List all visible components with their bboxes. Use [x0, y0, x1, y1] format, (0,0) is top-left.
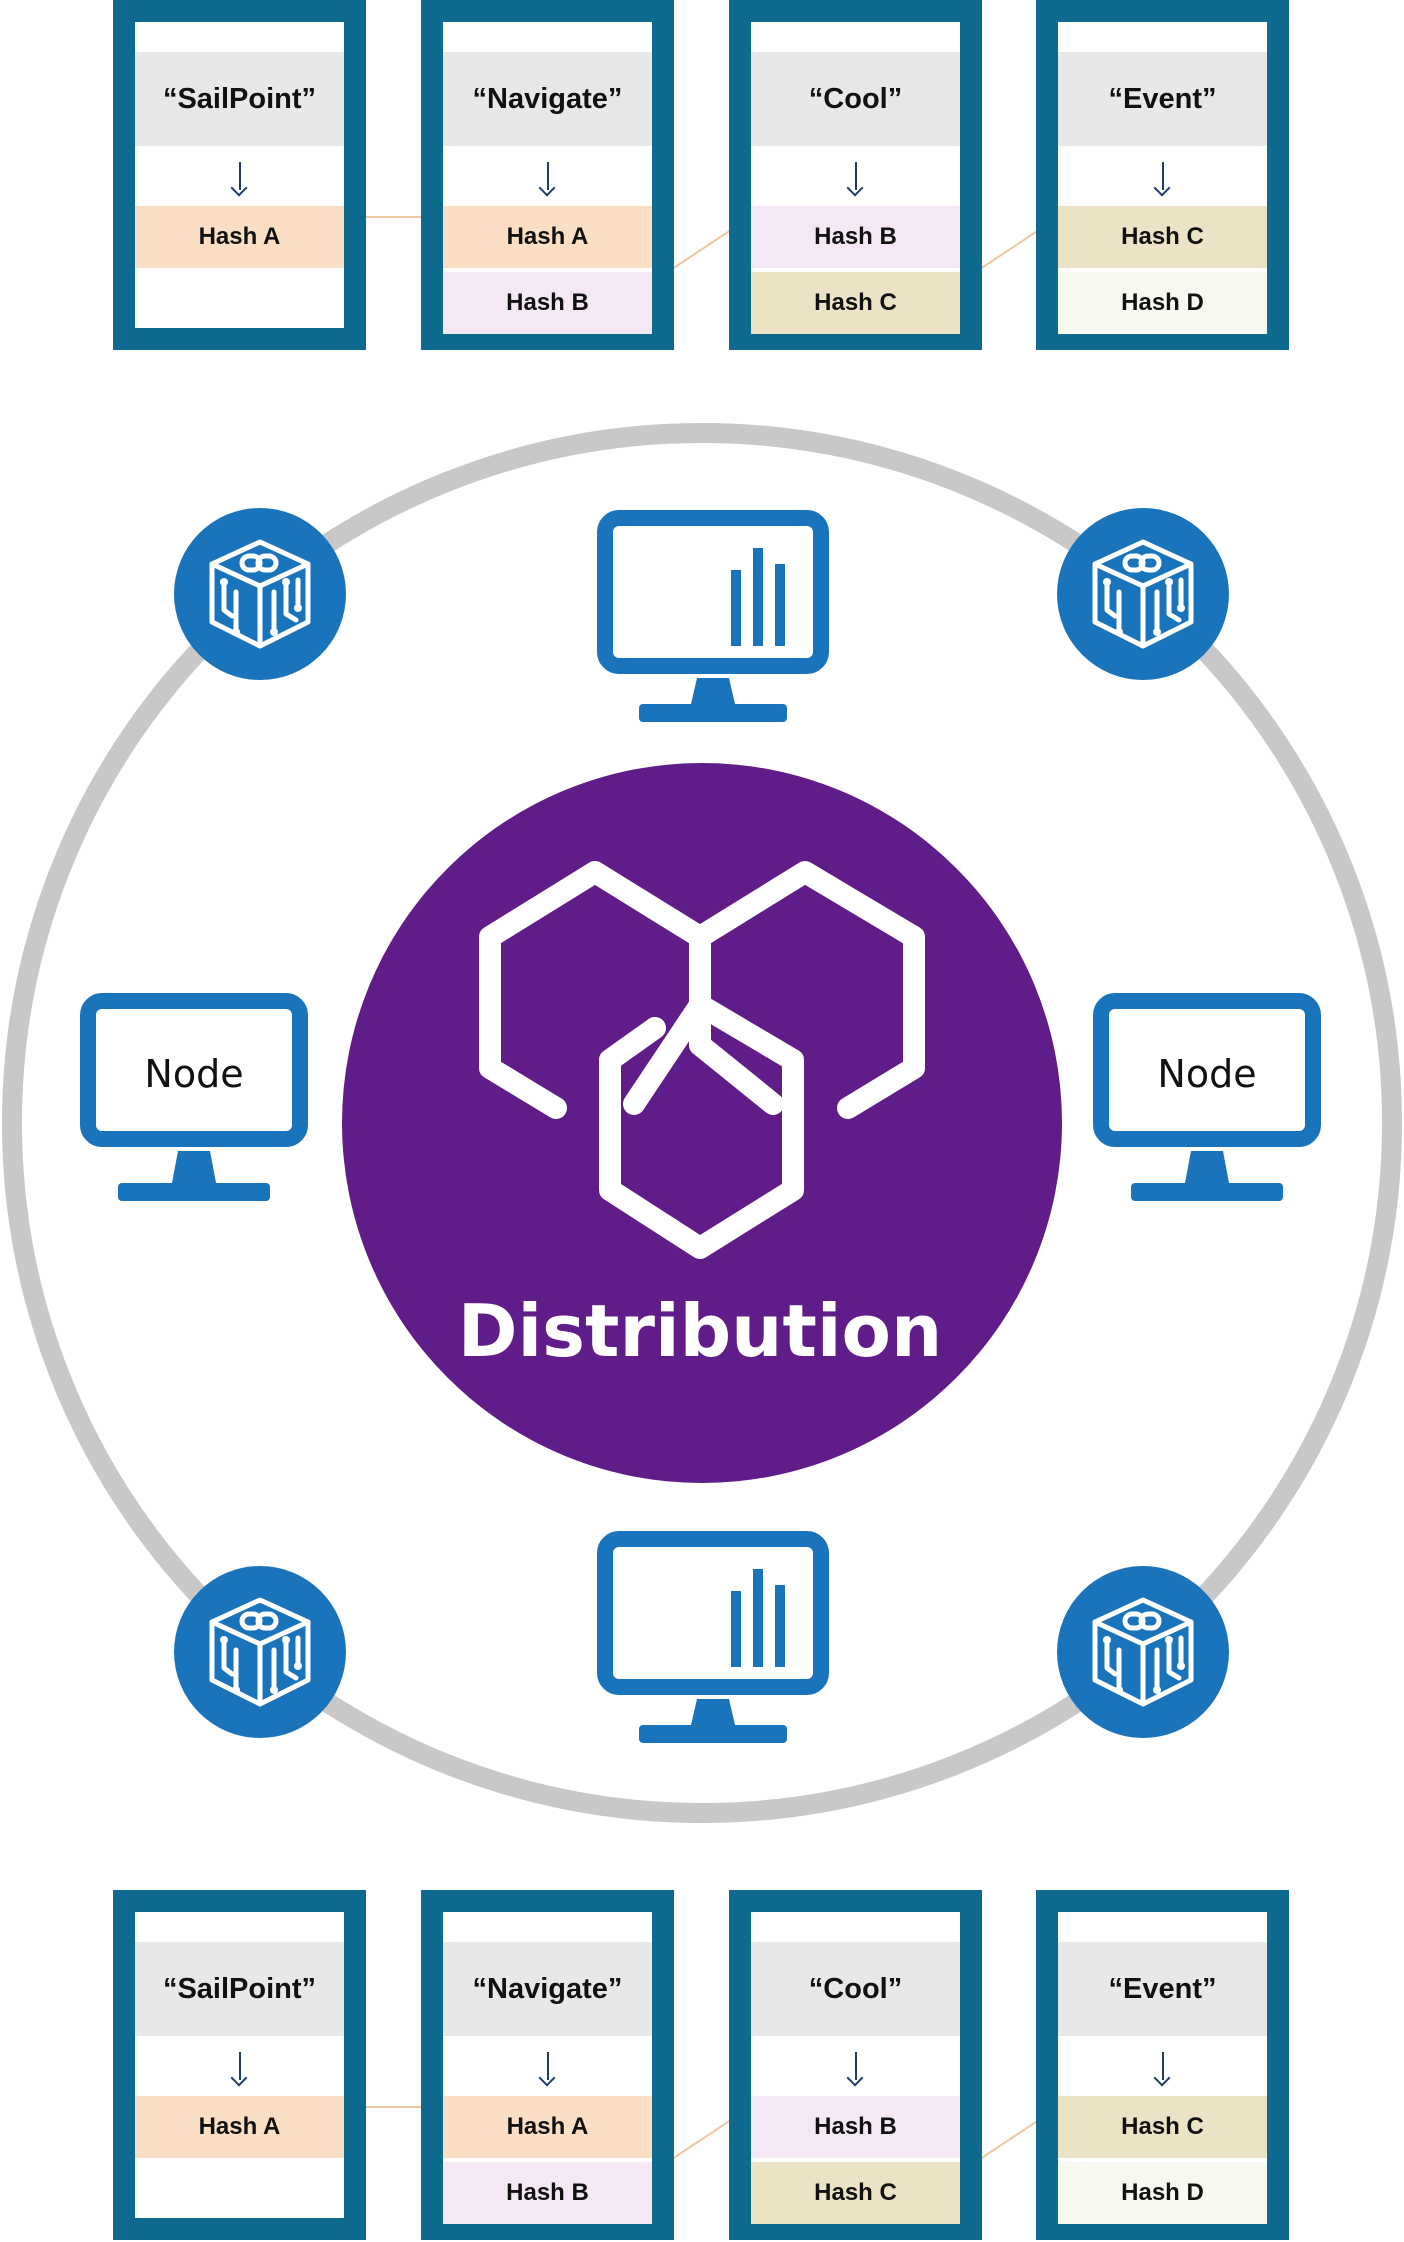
- hash-cell: Hash A: [135, 206, 344, 268]
- hash-cell: Hash B: [443, 272, 652, 334]
- bottom-block-1: “SailPoint” Hash A: [113, 1890, 366, 2240]
- hash-cell: Hash A: [443, 2096, 652, 2158]
- blockchain-hexagons-icon: [479, 861, 925, 1259]
- hash-cell: Hash B: [751, 2096, 960, 2158]
- top-block-4: “Event” Hash C Hash D: [1036, 0, 1289, 350]
- hash-cell: Hash B: [443, 2162, 652, 2224]
- hash-cell: Hash D: [1058, 272, 1267, 334]
- monitor-bar-chart-icon: [605, 1539, 821, 1743]
- distribution-circle: [342, 763, 1062, 1483]
- hash-cell: Hash A: [135, 2096, 344, 2158]
- top-block-1: “SailPoint” Hash A: [113, 0, 366, 350]
- block-word: “Event”: [1058, 1942, 1267, 2036]
- node-label-right: Node: [1157, 1052, 1257, 1096]
- distribution-label: Distribution: [457, 1289, 943, 1373]
- top-block-3: “Cool” Hash B Hash C: [729, 0, 982, 350]
- chain-cube-icon: [1057, 1566, 1229, 1738]
- top-block-2: “Navigate” Hash A Hash B: [421, 0, 674, 350]
- hash-cell: Hash D: [1058, 2162, 1267, 2224]
- bottom-block-3: “Cool” Hash B Hash C: [729, 1890, 982, 2240]
- block-word: “Navigate”: [443, 52, 652, 146]
- chain-cube-icon: [174, 1566, 346, 1738]
- hash-cell-empty: [135, 272, 344, 334]
- network-ring: [2, 423, 1402, 1823]
- hash-cell: Hash C: [1058, 2096, 1267, 2158]
- block-word: “Event”: [1058, 52, 1267, 146]
- block-word: “Cool”: [751, 52, 960, 146]
- hash-cell-empty: [135, 2162, 344, 2224]
- bottom-block-4: “Event” Hash C Hash D: [1036, 1890, 1289, 2240]
- chain-cube-icon: [1057, 508, 1229, 680]
- block-word: “Cool”: [751, 1942, 960, 2036]
- node-label-left: Node: [144, 1052, 244, 1096]
- block-word: “Navigate”: [443, 1942, 652, 2036]
- block-word: “SailPoint”: [135, 52, 344, 146]
- hash-cell: Hash B: [751, 206, 960, 268]
- monitor-bar-chart-icon: [605, 518, 821, 722]
- hash-cell: Hash C: [1058, 206, 1267, 268]
- bottom-block-2: “Navigate” Hash A Hash B: [421, 1890, 674, 2240]
- chain-cube-icon: [174, 508, 346, 680]
- hash-cell: Hash C: [751, 2162, 960, 2224]
- block-word: “SailPoint”: [135, 1942, 344, 2036]
- hash-cell: Hash A: [443, 206, 652, 268]
- hash-cell: Hash C: [751, 272, 960, 334]
